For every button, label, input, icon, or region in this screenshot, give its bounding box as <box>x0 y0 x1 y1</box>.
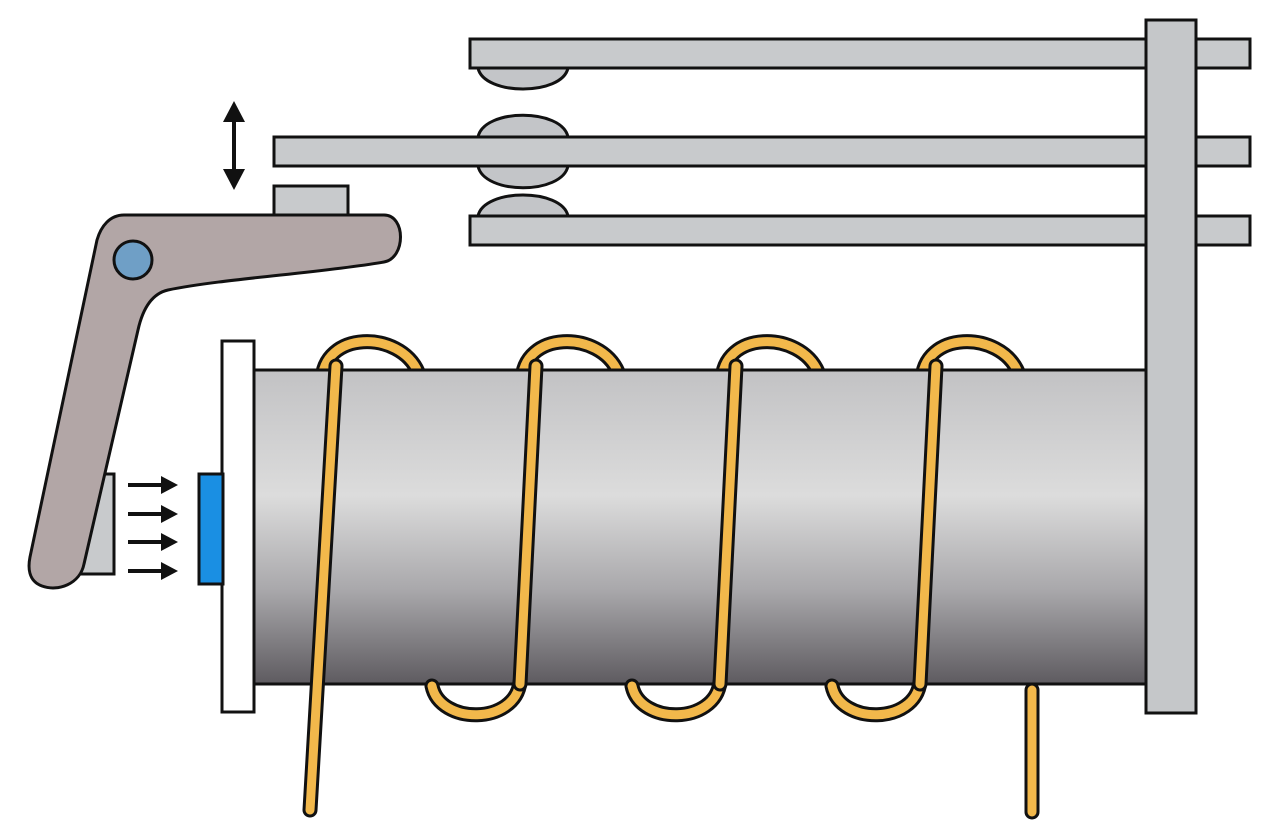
upper-contact-spring <box>468 37 1252 70</box>
lower-contact-spring <box>468 214 1252 247</box>
coil-winding-front <box>302 358 1040 820</box>
middle-contact-point-bottom <box>476 164 570 190</box>
yoke-frame <box>1144 18 1198 715</box>
double-headed-vertical-arrow-icon <box>223 101 245 190</box>
pole-face <box>197 472 225 586</box>
coil-winding-back <box>314 334 1026 390</box>
contact-points <box>476 66 570 218</box>
coil-core <box>248 368 1154 686</box>
armature-lever <box>27 213 402 590</box>
contact-spring-group <box>272 37 1252 247</box>
right-arrow-icon <box>128 562 178 580</box>
middle-contact-point-top <box>476 113 570 139</box>
end-plate <box>220 339 256 714</box>
right-arrow-icon <box>128 505 178 523</box>
magnetic-force-arrows <box>128 476 178 580</box>
right-arrow-icon <box>128 476 178 494</box>
pivot-pin <box>112 239 154 281</box>
armature-push-block <box>272 184 350 220</box>
lower-contact-point <box>476 193 570 218</box>
upper-contact-point <box>476 66 570 91</box>
middle-contact-spring <box>272 135 1252 168</box>
right-arrow-icon <box>128 533 178 551</box>
